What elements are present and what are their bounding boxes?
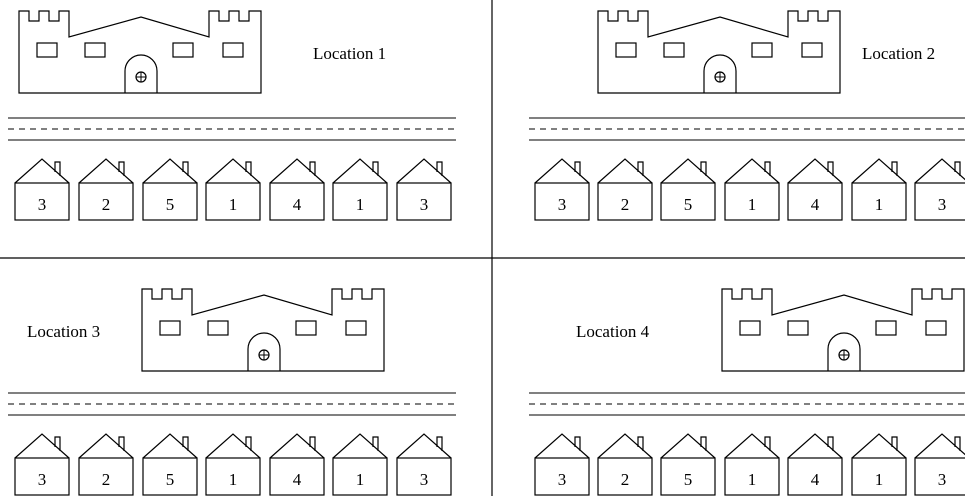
house-icon: 3 xyxy=(534,158,590,221)
house-number: 5 xyxy=(684,195,693,214)
location-label: Location 4 xyxy=(576,322,650,341)
castle-window xyxy=(345,320,367,336)
house-icon: 1 xyxy=(205,158,261,221)
house-icon: 4 xyxy=(269,158,325,221)
castle-window xyxy=(172,42,194,58)
castle-icon xyxy=(18,10,262,94)
house-number: 1 xyxy=(356,195,365,214)
house-number: 5 xyxy=(684,470,693,489)
castle-door xyxy=(247,332,281,371)
house-number: 4 xyxy=(811,470,820,489)
house-icon: 3 xyxy=(14,433,70,496)
house-number: 2 xyxy=(621,470,630,489)
house-number: 1 xyxy=(229,470,238,489)
castle-window xyxy=(739,320,761,336)
castle-window xyxy=(875,320,897,336)
house-icon: 1 xyxy=(851,433,907,496)
house-icon: 1 xyxy=(724,433,780,496)
crosshair-circle-icon xyxy=(838,349,850,361)
location-label: Location 3 xyxy=(27,322,100,341)
castle-window xyxy=(222,42,244,58)
house-number: 4 xyxy=(293,195,302,214)
house-icon: 4 xyxy=(269,433,325,496)
house-icon: 1 xyxy=(724,158,780,221)
house-icon: 3 xyxy=(914,433,965,496)
house-icon: 3 xyxy=(534,433,590,496)
house-number: 3 xyxy=(938,470,947,489)
house-number: 3 xyxy=(420,195,429,214)
house-icon: 2 xyxy=(597,158,653,221)
castle-window xyxy=(615,42,637,58)
panel-location-2: Location 2 3 2 5 1 4 1 3 xyxy=(529,10,965,221)
castle-icon xyxy=(721,288,965,372)
castle-window xyxy=(36,42,58,58)
castle-window xyxy=(801,42,823,58)
house-number: 1 xyxy=(748,195,757,214)
crosshair-circle-icon xyxy=(135,71,147,83)
house-number: 2 xyxy=(102,195,111,214)
house-icon: 1 xyxy=(332,433,388,496)
crosshair-circle-icon xyxy=(258,349,270,361)
panel-location-3: Location 3 3 2 5 1 4 1 3 xyxy=(8,288,456,496)
house-icon: 3 xyxy=(396,158,452,221)
location-label: Location 2 xyxy=(862,44,935,63)
house-number: 5 xyxy=(166,195,175,214)
castle-door xyxy=(124,54,158,93)
house-icon: 5 xyxy=(142,158,198,221)
castle-window xyxy=(787,320,809,336)
house-number: 1 xyxy=(748,470,757,489)
castle-window xyxy=(207,320,229,336)
house-icon: 5 xyxy=(142,433,198,496)
house-icon: 1 xyxy=(851,158,907,221)
house-number: 1 xyxy=(875,470,884,489)
house-icon: 3 xyxy=(396,433,452,496)
location-label: Location 1 xyxy=(313,44,386,63)
house-icon: 2 xyxy=(78,158,134,221)
house-number: 2 xyxy=(102,470,111,489)
house-number: 3 xyxy=(558,470,567,489)
house-icon: 4 xyxy=(787,433,843,496)
house-icon: 2 xyxy=(78,433,134,496)
castle-window xyxy=(663,42,685,58)
road xyxy=(529,392,965,416)
house-number: 5 xyxy=(166,470,175,489)
house-icon: 5 xyxy=(660,158,716,221)
house-number: 4 xyxy=(293,470,302,489)
house-number: 2 xyxy=(621,195,630,214)
house-icon: 1 xyxy=(332,158,388,221)
house-icon: 3 xyxy=(914,158,965,221)
road xyxy=(8,117,456,141)
castle-icon xyxy=(597,10,841,94)
castle-window xyxy=(751,42,773,58)
road xyxy=(529,117,965,141)
house-number: 3 xyxy=(420,470,429,489)
house-icon: 2 xyxy=(597,433,653,496)
house-number: 3 xyxy=(38,195,47,214)
castle-window xyxy=(925,320,947,336)
castle-window xyxy=(295,320,317,336)
castle-door xyxy=(703,54,737,93)
house-number: 3 xyxy=(938,195,947,214)
house-number: 4 xyxy=(811,195,820,214)
castle-icon xyxy=(141,288,385,372)
crosshair-circle-icon xyxy=(714,71,726,83)
castle-door xyxy=(827,332,861,371)
house-number: 3 xyxy=(558,195,567,214)
house-number: 1 xyxy=(229,195,238,214)
panel-location-1: Location 1 3 2 5 1 4 1 3 xyxy=(8,10,456,221)
house-icon: 4 xyxy=(787,158,843,221)
house-number: 1 xyxy=(356,470,365,489)
house-number: 1 xyxy=(875,195,884,214)
road xyxy=(8,392,456,416)
castle-window xyxy=(84,42,106,58)
house-icon: 1 xyxy=(205,433,261,496)
house-icon: 3 xyxy=(14,158,70,221)
house-icon: 5 xyxy=(660,433,716,496)
panel-location-4: Location 4 3 2 5 1 4 1 3 xyxy=(529,288,965,496)
house-number: 3 xyxy=(38,470,47,489)
castle-window xyxy=(159,320,181,336)
